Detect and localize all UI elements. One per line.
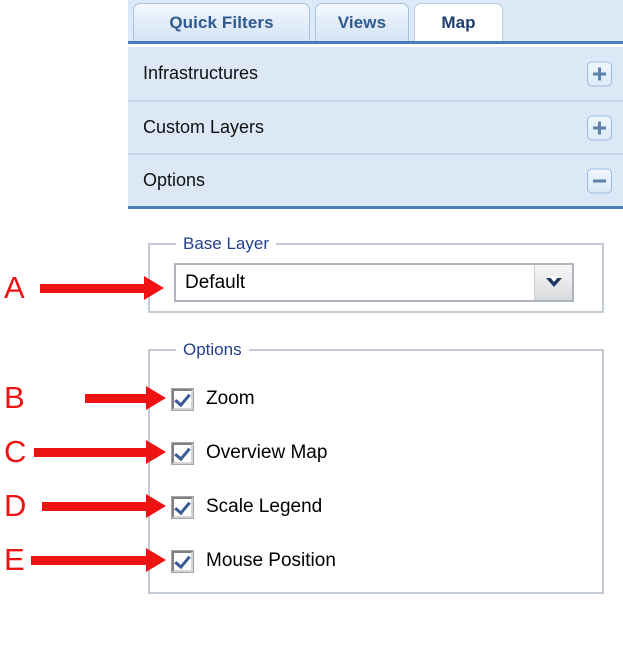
accordion-row-options[interactable]: Options [128,153,623,206]
option-row-overview-map[interactable]: Overview Map [171,441,328,465]
base-layer-legend: Base Layer [176,234,276,254]
checkbox-overview-map[interactable] [171,441,194,465]
checkbox-label-overview-map: Overview Map [206,442,328,463]
checkbox-label-mouse-position: Mouse Position [206,550,336,571]
base-layer-selected-value: Default [185,271,246,293]
options-legend: Options [176,340,249,360]
expand-custom-layers-button[interactable] [587,115,612,140]
option-row-scale-legend[interactable]: Scale Legend [171,495,323,519]
annotation-letter-a: A [4,270,25,305]
tab-map[interactable]: Map [414,3,503,41]
annotation-letter-d: D [4,488,27,523]
chevron-down-icon [545,276,562,287]
plus-icon [593,121,606,134]
minus-icon [593,174,606,187]
annotation-arrow-d [42,494,166,518]
annotation-letter-b: B [4,380,25,415]
check-icon [174,497,191,515]
annotation-arrow-a [40,276,164,300]
base-layer-fieldset: Base Layer Default [148,234,604,313]
annotation-arrow-c [34,440,166,464]
tab-strip: Quick Filters Views Map [128,0,623,44]
accordion-row-infrastructures[interactable]: Infrastructures [128,47,623,100]
accordion-row-custom-layers[interactable]: Custom Layers [128,100,623,153]
base-layer-select[interactable]: Default [174,263,574,302]
options-fieldset: Options Zoom Overview Map Scale Legend M… [148,340,604,594]
tab-map-label: Map [441,12,476,32]
accordion-label-infrastructures: Infrastructures [143,63,259,83]
checkbox-label-zoom: Zoom [206,388,255,409]
check-icon [174,389,191,407]
option-row-zoom[interactable]: Zoom [171,387,255,411]
collapse-options-button[interactable] [587,168,612,193]
check-icon [174,443,191,461]
annotation-letter-c: C [4,434,27,469]
plus-icon [593,67,606,80]
annotation-letter-e: E [4,542,25,577]
checkbox-mouse-position[interactable] [171,549,194,573]
checkbox-label-scale-legend: Scale Legend [206,496,323,517]
tab-views-label: Views [337,12,387,32]
tab-quick-filters-label: Quick Filters [169,12,274,32]
accordion-label-custom-layers: Custom Layers [143,117,265,137]
checkbox-scale-legend[interactable] [171,495,194,519]
annotation-arrow-e [31,548,166,572]
tab-views[interactable]: Views [315,3,409,41]
base-layer-dropdown-button[interactable] [534,265,572,300]
option-row-mouse-position[interactable]: Mouse Position [171,549,336,573]
expand-infrastructures-button[interactable] [587,61,612,86]
accordion-label-options: Options [143,170,206,190]
check-icon [174,551,191,569]
annotation-arrow-b [85,386,166,410]
tab-quick-filters[interactable]: Quick Filters [133,3,310,41]
accordion-panel: Infrastructures Custom Layers Options [128,47,623,209]
checkbox-zoom[interactable] [171,387,194,411]
